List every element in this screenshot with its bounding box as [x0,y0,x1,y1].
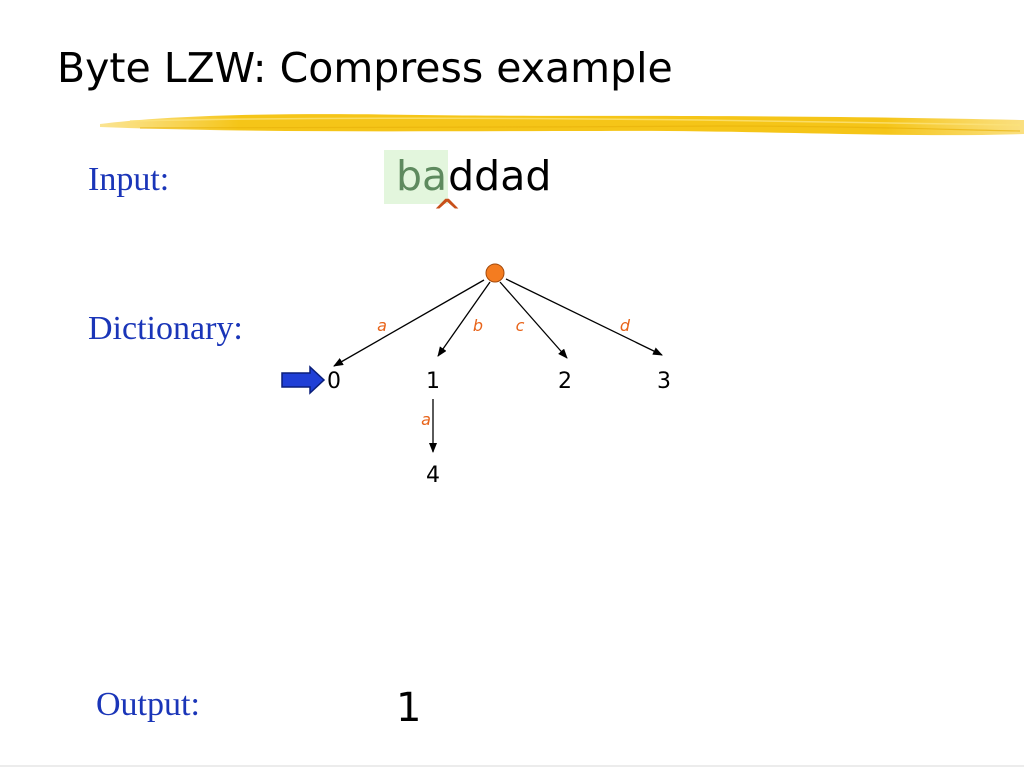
output-label: Output: [96,686,200,723]
trie-edge-root-n3 [505,278,663,356]
input-cursor-caret: ^ [432,193,463,234]
input-string: baddad [384,150,551,204]
trie-edge-label-root-n2: c [516,316,525,335]
trie-edge-label-root-n1: b [473,316,483,335]
trie-edge-root-n1 [437,281,491,357]
trie-edge-label-root-n3: d [620,316,631,335]
trie-node-n2: 2 [558,369,572,394]
trie-root-node [485,263,505,283]
trie-node-n0: 0 [327,369,341,394]
trie-edge-label-n1-n4: a [421,410,431,429]
input-remaining: ddad [448,152,552,200]
trie-node-n1: 1 [426,369,440,394]
slide-title: Byte LZW: Compress example [57,44,673,92]
trie-node-n4: 4 [426,463,440,488]
output-value: 1 [396,685,422,731]
footer-divider [0,765,1024,767]
dictionary-pointer-arrow [281,365,326,395]
trie-edge-root-n0 [333,279,485,367]
trie-edge-root-n2 [499,281,568,359]
trie-edge-label-root-n0: a [377,316,387,335]
input-matched-prefix: ba [384,150,449,204]
dictionary-label: Dictionary: [88,310,243,347]
trie-node-n3: 3 [657,369,671,394]
input-label: Input: [88,161,170,198]
